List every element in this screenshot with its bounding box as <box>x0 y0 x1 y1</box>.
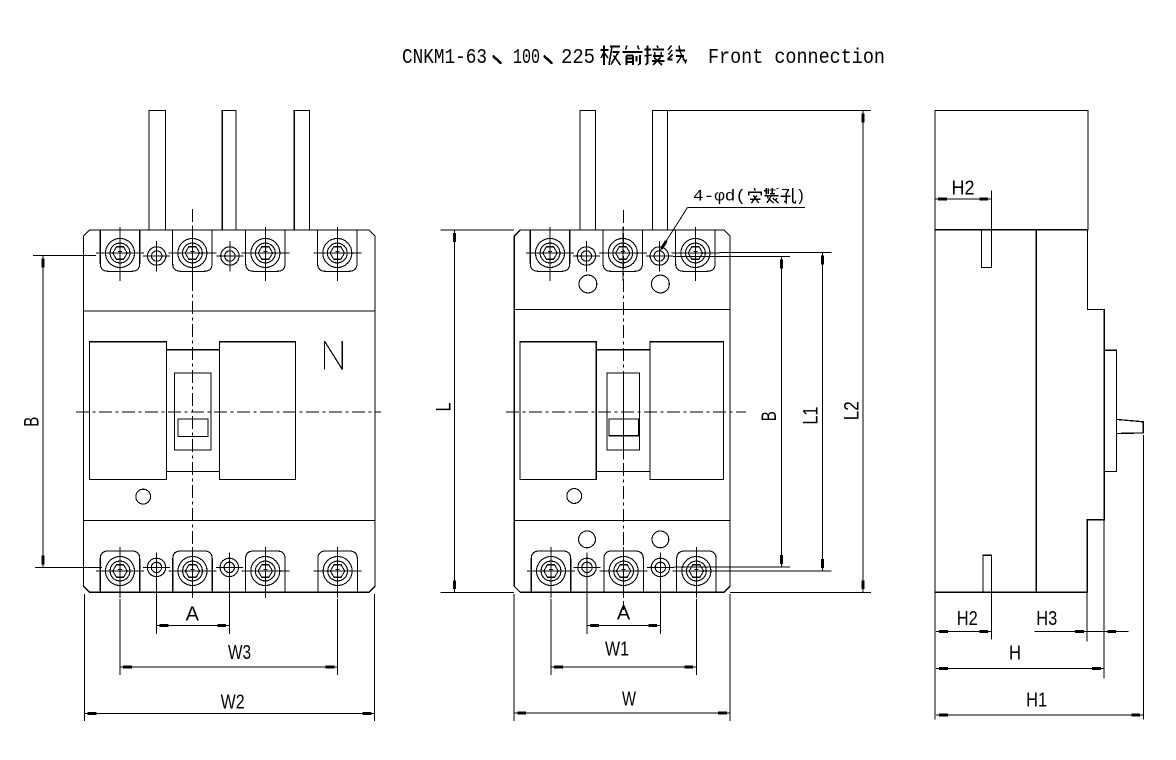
svg-text:H3: H3 <box>1036 608 1057 630</box>
svg-text:225: 225 <box>561 47 595 70</box>
svg-text:A: A <box>186 604 200 626</box>
svg-text:W: W <box>622 689 636 711</box>
svg-text:A: A <box>617 603 631 625</box>
svg-text:H: H <box>1009 643 1021 665</box>
svg-text:W2: W2 <box>221 692 245 714</box>
svg-text:W3: W3 <box>228 642 251 664</box>
svg-text:W1: W1 <box>605 639 629 661</box>
svg-text:100: 100 <box>513 47 540 70</box>
svg-text:H2: H2 <box>952 178 975 200</box>
svg-text:L1: L1 <box>799 407 823 425</box>
svg-text:Front connection: Front connection <box>708 47 885 70</box>
svg-text:4-φd(: 4-φd( <box>693 188 746 206</box>
svg-text:B: B <box>757 411 781 421</box>
svg-text:L2: L2 <box>840 401 864 420</box>
svg-text:L: L <box>432 402 456 411</box>
svg-text:H2: H2 <box>957 608 978 630</box>
svg-text:CNKM1-63: CNKM1-63 <box>402 47 487 70</box>
svg-text:): ) <box>796 188 805 206</box>
svg-text:H1: H1 <box>1026 690 1047 712</box>
svg-text:B: B <box>20 417 44 427</box>
